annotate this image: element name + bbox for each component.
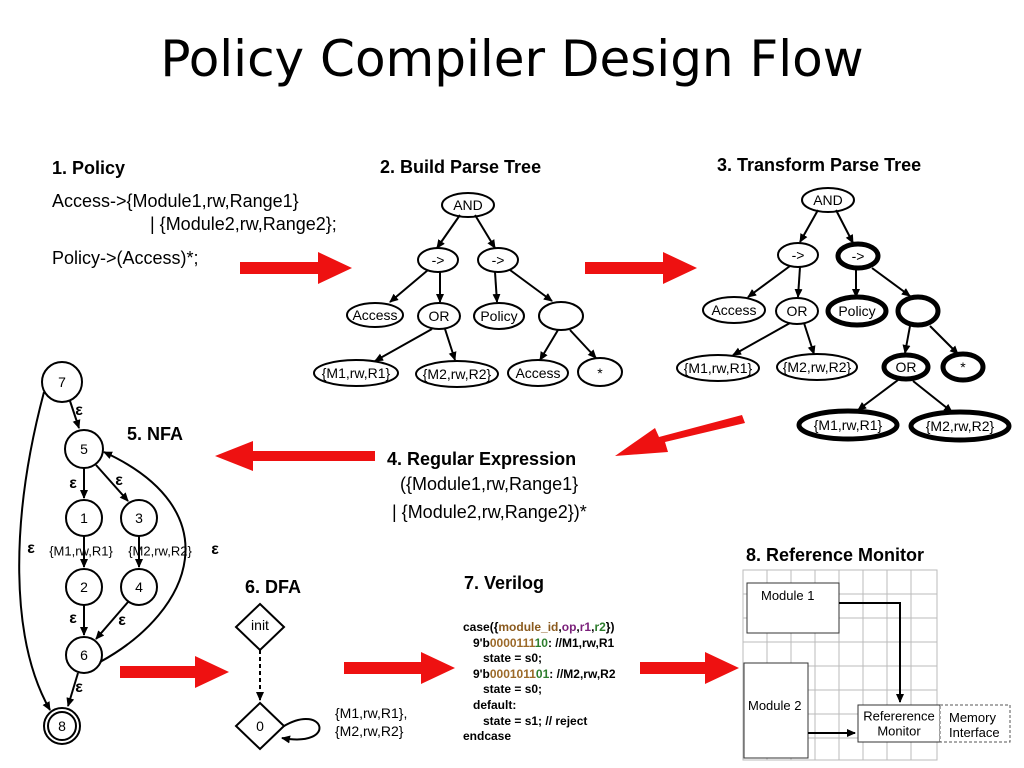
- regex-line-1: ({Module1,rw,Range1}: [400, 474, 579, 494]
- transform-node-m2: {M2,rw,R2}: [782, 359, 852, 375]
- nfa-epsilon-label: ε: [211, 541, 219, 558]
- transform-node-policy: Policy: [838, 303, 876, 319]
- parse-tree-heading: 2. Build Parse Tree: [380, 157, 542, 177]
- nfa-state-5: 5: [80, 441, 88, 457]
- verilog-code: case({module_id,op,r1,r2}) 9'b000011110:…: [463, 620, 616, 744]
- nfa-state-6: 6: [80, 647, 88, 663]
- flow-arrow-nfa-dfa: [120, 656, 229, 688]
- monitor-arrows: [808, 602, 904, 737]
- transform-node-and: AND: [813, 192, 843, 208]
- nfa-label-m2: {M2,rw,R2}: [128, 543, 192, 559]
- flow-arrow-1-2: [240, 252, 352, 284]
- nfa-epsilon-label: ε: [118, 612, 126, 629]
- tree-node-star: *: [597, 365, 603, 381]
- nfa-epsilon-label: ε: [27, 540, 35, 557]
- nfa-epsilon-label: ε: [75, 402, 83, 419]
- transform-node-arrow-2: ->: [851, 248, 865, 264]
- transformed-parse-tree-bold: [796, 241, 1012, 443]
- tree-node-access: Access: [352, 307, 398, 323]
- flow-arrow-3-4: [615, 415, 745, 456]
- tree-node-access-2: Access: [515, 365, 561, 381]
- nfa-epsilon-label: ε: [69, 610, 77, 627]
- transform-node-m1: {M1,rw,R1}: [683, 360, 753, 376]
- tree-node-m1: {M1,rw,R1}: [321, 365, 391, 381]
- transform-node-m2-b: {M2,rw,R2}: [925, 418, 995, 434]
- nfa-state-8: 8: [58, 718, 66, 734]
- transformed-parse-tree: [676, 187, 959, 413]
- monitor-heading: 8. Reference Monitor: [746, 545, 925, 565]
- policy-line-1: Access->{Module1,rw,Range1}: [52, 191, 299, 211]
- reference-monitor-label-2: Monitor: [877, 723, 921, 739]
- transform-heading: 3. Transform Parse Tree: [717, 155, 922, 175]
- flow-arrows: [120, 252, 745, 688]
- module-2-label: Module 2: [748, 698, 802, 713]
- transform-node-arrow-1: ->: [791, 247, 805, 263]
- parse-tree: [313, 192, 623, 388]
- nfa-epsilon-label: ε: [115, 472, 123, 489]
- nfa-state-3: 3: [135, 510, 143, 526]
- transform-node-or-2: OR: [895, 359, 917, 375]
- transform-node-m1-b: {M1,rw,R1}: [813, 417, 883, 433]
- nfa-state-2: 2: [80, 579, 88, 595]
- tree-node-arrow-2: ->: [491, 252, 505, 268]
- monitor-blocks: [743, 582, 1011, 759]
- nfa-state-1: 1: [80, 510, 88, 526]
- transform-node-star: *: [960, 359, 966, 375]
- transform-node-access: Access: [711, 302, 757, 318]
- nfa-label-m1: {M1,rw,R1}: [49, 543, 113, 559]
- nfa-state-4: 4: [135, 579, 143, 595]
- flow-arrow-4-5: [215, 441, 375, 471]
- nfa-graph: [18, 361, 187, 745]
- nfa-epsilon-label: ε: [69, 475, 77, 492]
- page-title: Policy Compiler Design Flow: [160, 30, 864, 88]
- policy-line-3: Policy->(Access)*;: [52, 248, 199, 268]
- tree-node-m2: {M2,rw,R2}: [422, 366, 492, 382]
- regex-line-2: | {Module2,rw,Range2})*: [392, 502, 587, 522]
- regex-heading: 4. Regular Expression: [387, 449, 577, 469]
- nfa-epsilon-label: ε: [75, 679, 83, 696]
- dfa-heading: 6. DFA: [245, 577, 302, 597]
- module-1-label: Module 1: [761, 588, 815, 603]
- dfa-init-state: init: [251, 617, 269, 633]
- dfa-loop-label-1: {M1,rw,R1},: [335, 705, 408, 721]
- dfa-state-0: 0: [256, 718, 264, 734]
- memory-interface-label-1: Memory: [949, 710, 996, 725]
- nfa-state-7: 7: [58, 374, 66, 390]
- tree-node-and: AND: [453, 197, 483, 213]
- tree-node-arrow-1: ->: [431, 252, 445, 268]
- memory-interface-label-2: Interface: [949, 725, 1000, 740]
- reference-monitor-label-1: Refererence: [863, 708, 935, 724]
- dfa-graph: [234, 602, 321, 751]
- flow-arrow-dfa-verilog: [344, 652, 455, 684]
- verilog-heading: 7. Verilog: [464, 573, 545, 593]
- tree-node-policy: Policy: [480, 308, 518, 324]
- flow-arrow-verilog-monitor: [640, 652, 739, 684]
- nfa-heading: 5. NFA: [127, 424, 184, 444]
- flow-arrow-2-3: [585, 252, 697, 284]
- tree-node-or: OR: [428, 308, 450, 324]
- dfa-loop-label-2: {M2,rw,R2}: [335, 723, 404, 739]
- policy-line-2: | {Module2,rw,Range2};: [150, 214, 337, 234]
- policy-heading: 1. Policy: [52, 158, 126, 178]
- transform-node-or: OR: [786, 303, 808, 319]
